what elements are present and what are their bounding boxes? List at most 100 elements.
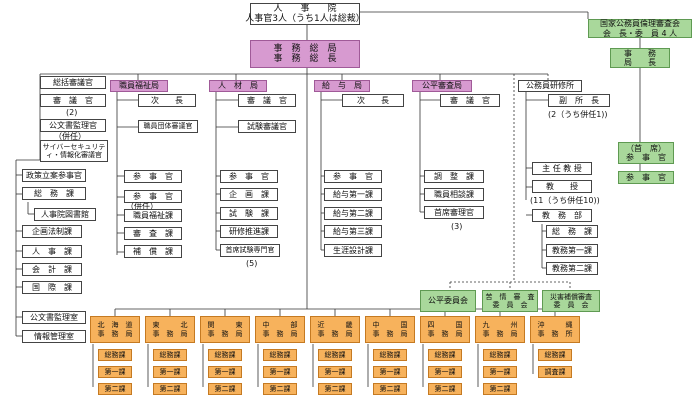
regional-office-8: 九 州 事 務 局 <box>475 316 525 343</box>
regional-office-7-unit-3: 第二課 <box>428 383 462 395</box>
regional-office-7: 四 国 事 務 局 <box>420 316 470 343</box>
gs-unit-planning: 企画法制課 <box>22 225 82 238</box>
bureau-talent: 人 材 局 <box>209 80 267 92</box>
institute-dept: 教 務 部 <box>532 209 592 222</box>
salary-unit-4: 給与第三課 <box>324 225 382 238</box>
gs-unit-general: 総 務 課 <box>22 187 86 200</box>
regional-office-4-unit-1: 総務課 <box>263 349 297 361</box>
regional-office-5-unit-1: 総務課 <box>318 349 352 361</box>
jinjiin-box: 人 事 院 人事官3人（うち1人は総裁） <box>245 3 365 25</box>
institute-unit-3: 教務第二課 <box>546 262 598 275</box>
gs-unit-archives: 公文書監理室 <box>22 311 86 324</box>
jinjiin-title: 人 事 院 <box>273 3 337 14</box>
ethics-board-box: 国家公務員倫理審査会 会 長・委 員 4 人 <box>588 19 692 38</box>
regional-office-1-unit-1: 総務課 <box>98 349 132 361</box>
regional-office-4-unit-2: 第一課 <box>263 366 297 378</box>
regional-office-8-unit-3: 第二課 <box>483 383 517 395</box>
regional-office-1: 北 海 道 事 務 局 <box>90 316 140 343</box>
fairness-unit-3: 首席審理官 <box>424 206 484 219</box>
talent-unit-3: 試 験 課 <box>220 207 278 220</box>
ethics-bureau-line1: 事 務 <box>624 48 656 58</box>
regional-office-1-unit-2: 第一課 <box>98 366 132 378</box>
gs-item-4: サイバーセキュリティ・情報化審議官 <box>40 140 108 162</box>
institute-prof-note: (11（うち併任10)) <box>530 196 600 205</box>
welfare-unit-1: 参 事 官 <box>124 170 182 183</box>
secretariat-head: 事 務 総 長 <box>273 54 337 64</box>
regional-office-9-unit-1: 総務課 <box>538 349 572 361</box>
regional-office-9-unit-2: 調査課 <box>538 366 572 378</box>
gs-unit-international: 国 際 課 <box>22 281 82 294</box>
institute-box: 公務員研修所 <box>518 80 582 92</box>
ethics-board-title: 国家公務員倫理審査会 <box>600 19 680 29</box>
institute-deputy-note: (2（うち併任1)) <box>548 110 608 119</box>
regional-office-3-unit-3: 第二課 <box>208 383 242 395</box>
gs-item-3-note: （併任） <box>54 132 86 141</box>
regional-office-2-unit-2: 第一課 <box>153 366 187 378</box>
gs-item-3: 公文書監理官 <box>40 119 106 132</box>
regional-office-2-unit-3: 第二課 <box>153 383 187 395</box>
welfare-unit-3: 職員福祉課 <box>124 209 182 222</box>
gs-unit-library: 人事院図書館 <box>34 208 96 221</box>
institute-deputy: 副 所 長 <box>548 94 610 107</box>
salary-unit-3: 給与第二課 <box>324 207 382 220</box>
fairness-unit-2: 職員相談課 <box>424 188 484 201</box>
institute-unit-2: 教務第一課 <box>546 244 598 257</box>
regional-office-5: 近 畿 事 務 局 <box>310 316 360 343</box>
gs-unit-accounting: 会 計 課 <box>22 263 82 276</box>
gs-unit-personnel: 人 事 課 <box>22 245 82 258</box>
institute-prof: 教 授 <box>532 180 592 193</box>
talent-post-2: 試験審議官 <box>238 120 296 133</box>
welfare-post-1: 次 長 <box>138 94 196 107</box>
gs-item-1: 総括審議官 <box>40 76 106 89</box>
fairness-unit-1: 調 整 課 <box>424 170 484 183</box>
gs-item-2: 審 議 官 <box>40 94 106 107</box>
talent-post-1: 審 議 官 <box>238 94 296 107</box>
regional-office-1-unit-3: 第二課 <box>98 383 132 395</box>
bureau-welfare: 職員福祉局 <box>110 80 168 92</box>
institute-unit-1: 総 務 課 <box>546 225 598 238</box>
salary-post-1: 次 長 <box>342 94 404 107</box>
regional-office-9: 沖 縄 事 務 所 <box>530 316 580 343</box>
talent-note: (5) <box>246 259 258 268</box>
regional-office-6: 中 国 事 務 局 <box>365 316 415 343</box>
secretariat-box: 事 務 総 局 事 務 総 長 <box>250 40 360 68</box>
committee-grievance: 苦 情 審 査 委 員 会 <box>482 290 538 312</box>
regional-office-3: 関 東 事 務 局 <box>200 316 250 343</box>
institute-chief-prof: 主 任 教 授 <box>532 162 592 175</box>
regional-office-3-unit-2: 第一課 <box>208 366 242 378</box>
welfare-unit-4: 審 査 課 <box>124 227 182 240</box>
regional-office-4-unit-3: 第二課 <box>263 383 297 395</box>
regional-office-6-unit-1: 総務課 <box>373 349 407 361</box>
welfare-post-2: 職員団体審議官 <box>138 120 198 133</box>
gs-unit-policy: 政策立案参事官 <box>22 169 86 182</box>
committee-fairness: 公平委員会 <box>420 290 476 312</box>
regional-office-8-unit-1: 総務課 <box>483 349 517 361</box>
gs-item-2-note: (2) <box>66 108 78 117</box>
regional-office-3-unit-1: 総務課 <box>208 349 242 361</box>
talent-unit-5: 首席試験専門官 <box>220 244 280 257</box>
salary-unit-1: 参 事 官 <box>324 170 382 183</box>
regional-office-7-unit-1: 総務課 <box>428 349 462 361</box>
salary-unit-5: 生涯設計課 <box>324 244 382 257</box>
regional-office-8-unit-2: 第一課 <box>483 366 517 378</box>
regional-office-7-unit-2: 第一課 <box>428 366 462 378</box>
talent-unit-1: 参 事 官 <box>220 170 278 183</box>
regional-office-2: 東 北 事 務 局 <box>145 316 195 343</box>
fairness-note: (3) <box>451 222 463 231</box>
welfare-unit-2: 参 事 官 <box>124 190 182 203</box>
secretariat-title: 事 務 総 局 <box>273 43 337 54</box>
committee-compensation: 災害補償審査 委 員 会 <box>542 290 600 312</box>
bureau-fairness: 公平審査局 <box>412 80 472 92</box>
regional-office-5-unit-3: 第二課 <box>318 383 352 395</box>
gs-unit-info: 情報管理室 <box>22 330 86 343</box>
welfare-note: （併任） <box>126 202 158 211</box>
fairness-post-1: 審 議 官 <box>440 94 500 107</box>
regional-office-2-unit-1: 総務課 <box>153 349 187 361</box>
salary-unit-2: 給与第一課 <box>324 188 382 201</box>
welfare-unit-5: 補 償 課 <box>124 245 182 258</box>
talent-unit-2: 企 画 課 <box>220 188 278 201</box>
ethics-chief-box: （首 席） 参 事 官 <box>618 142 674 164</box>
regional-office-6-unit-2: 第一課 <box>373 366 407 378</box>
talent-unit-4: 研修推進課 <box>220 225 278 238</box>
ethics-bureau-line2: 局 長 <box>624 58 656 67</box>
